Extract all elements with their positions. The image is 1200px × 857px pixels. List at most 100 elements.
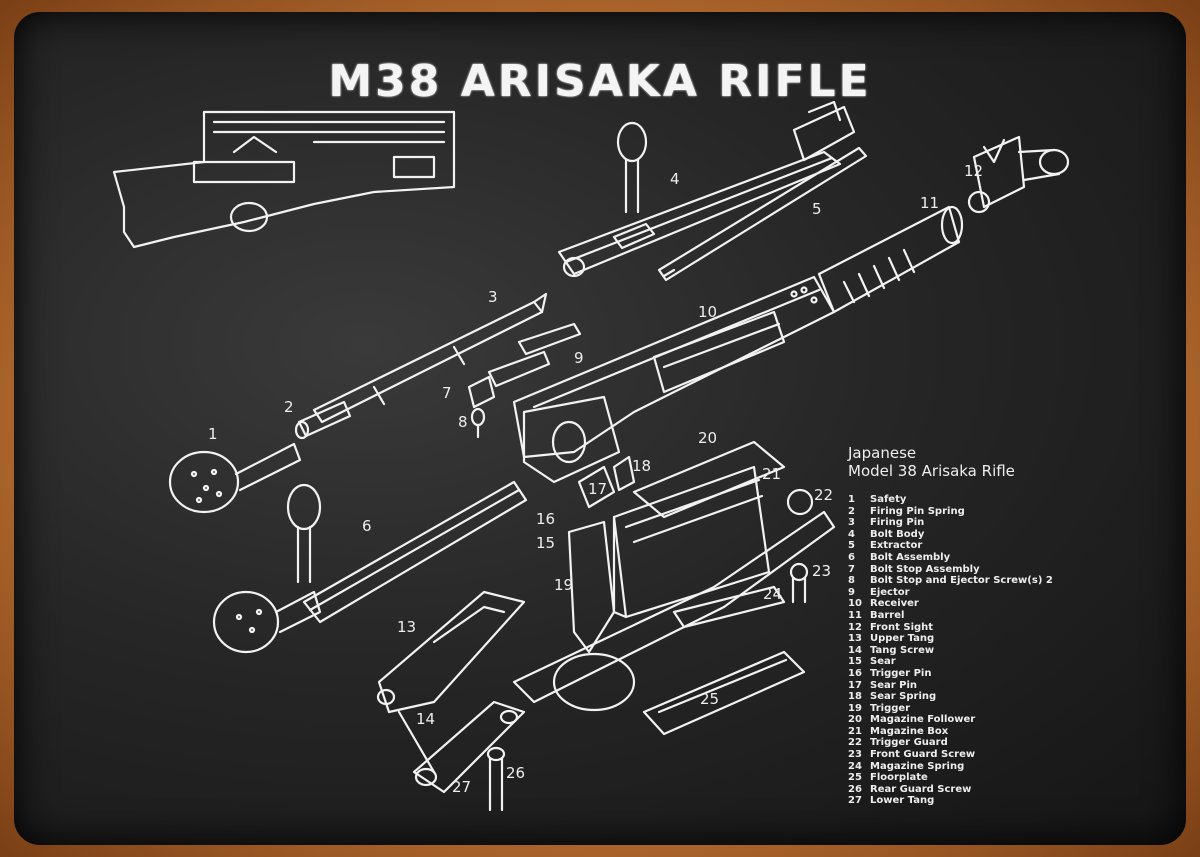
legend-item-label: Magazine Follower <box>870 714 976 726</box>
magazine-spring-part <box>672 585 786 629</box>
legend-item-number: 12 <box>848 621 862 633</box>
firing-pin-spring-part <box>294 400 352 440</box>
legend-item: 2 Firing Pin Spring <box>848 506 1178 518</box>
legend-item-label: Trigger <box>870 702 911 714</box>
legend-item-label: Sear Pin <box>870 679 918 691</box>
legend-item-label: Front Guard Screw <box>870 749 976 761</box>
legend-item: 21 Magazine Box <box>848 726 1178 738</box>
legend-item-label: Lower Tang <box>870 795 935 807</box>
legend-item: 23 Front Guard Screw <box>848 749 1178 761</box>
legend-item-number: 11 <box>848 609 862 621</box>
legend-item-label: Rear Guard Screw <box>870 783 972 795</box>
legend-item-number: 23 <box>848 749 862 761</box>
legend-item: 3 Firing Pin <box>848 517 1178 529</box>
callout-14: 14 <box>416 710 436 728</box>
legend-item-label: Trigger Pin <box>870 667 932 679</box>
legend-item-label: Floorplate <box>870 772 928 784</box>
front-guard-screw-part <box>789 562 809 604</box>
legend-item-number: 16 <box>848 667 862 679</box>
callout-24: 24 <box>763 585 783 603</box>
callout-19: 19 <box>554 576 574 594</box>
legend-item-number: 9 <box>848 586 855 598</box>
callout-25: 25 <box>700 690 720 708</box>
legend-item-label: Receiver <box>870 598 919 610</box>
legend-item-label: Firing Pin Spring <box>870 505 965 517</box>
legend-item: 19 Trigger <box>848 703 1178 715</box>
legend-item-number: 15 <box>848 656 862 668</box>
trigger-part <box>567 455 636 654</box>
callout-12: 12 <box>964 162 984 180</box>
legend-heading-line1: Japanese <box>848 444 917 462</box>
chalkboard-panel: M38 ARISAKA RIFLE <box>14 12 1186 845</box>
callout-6: 6 <box>362 517 372 535</box>
extractor-part <box>657 146 868 282</box>
rifle-silhouette <box>112 110 456 249</box>
safety-part <box>168 442 302 514</box>
legend-item-number: 3 <box>848 517 855 529</box>
legend-item-label: Trigger Guard <box>870 737 948 749</box>
legend-item-number: 22 <box>848 737 862 749</box>
legend-item: 13 Upper Tang <box>848 633 1178 645</box>
exploded-rifle-drawing <box>112 100 1070 812</box>
legend-item: 25 Floorplate <box>848 772 1178 784</box>
legend-item-number: 24 <box>848 760 862 772</box>
legend-item-number: 21 <box>848 725 862 737</box>
bolt-top-right <box>792 100 856 162</box>
firing-pin-part <box>312 292 548 424</box>
legend-item-label: Sear Spring <box>870 691 937 703</box>
legend-item-label: Safety <box>870 494 907 505</box>
legend-item-number: 13 <box>848 633 862 645</box>
legend-item-number: 2 <box>848 505 855 517</box>
legend-item-label: Upper Tang <box>870 633 935 645</box>
legend-item-number: 14 <box>848 644 862 656</box>
upper-tang-part <box>376 590 526 714</box>
legend-item-number: 19 <box>848 702 862 714</box>
legend-item-number: 8 <box>848 575 855 587</box>
receiver-part <box>512 275 836 484</box>
legend-item: 10 Receiver <box>848 598 1178 610</box>
callout-22: 22 <box>814 486 834 504</box>
legend-item: 16 Trigger Pin <box>848 668 1178 680</box>
legend-item: 22 Trigger Guard <box>848 737 1178 749</box>
floorplate-part <box>642 650 806 736</box>
legend-item-number: 25 <box>848 772 862 784</box>
callout-11: 11 <box>920 194 940 212</box>
legend-item-label: Sear <box>870 656 896 668</box>
callout-21: 21 <box>762 465 782 483</box>
callout-15: 15 <box>536 534 556 552</box>
diagram-title: M38 ARISAKA RIFLE <box>328 56 872 107</box>
legend-item: 9 Ejector <box>848 587 1178 599</box>
bolt-stop-part <box>467 322 582 409</box>
legend-item-label: Ejector <box>870 586 910 598</box>
legend-item-label: Front Sight <box>870 621 934 633</box>
bolt-assembly-part <box>212 480 528 654</box>
legend-item-number: 6 <box>848 551 855 563</box>
callout-17: 17 <box>588 480 608 498</box>
callout-23: 23 <box>812 562 832 580</box>
legend-heading-line2: Model 38 Arisaka Rifle <box>848 462 1015 480</box>
callout-10: 10 <box>698 303 718 321</box>
legend-item-label: Magazine Spring <box>870 760 965 772</box>
legend-item-label: Firing Pin <box>870 517 925 529</box>
callout-4: 4 <box>670 170 680 188</box>
legend-item-label: Magazine Box <box>870 725 949 737</box>
barrel-part <box>817 205 964 314</box>
legend-item: 7 Bolt Stop Assembly <box>848 564 1178 576</box>
legend-item-label: Bolt Stop Assembly <box>870 563 980 575</box>
legend-item-label: Bolt Stop and Ejector Screw(s) 2 <box>870 575 1053 587</box>
callout-18: 18 <box>632 457 652 475</box>
lower-tang-part <box>412 700 526 794</box>
trigger-guard-part <box>512 488 836 712</box>
legend-item-number: 10 <box>848 598 862 610</box>
legend-item-number: 7 <box>848 563 855 575</box>
callout-8: 8 <box>458 413 468 431</box>
callout-9: 9 <box>574 349 584 367</box>
